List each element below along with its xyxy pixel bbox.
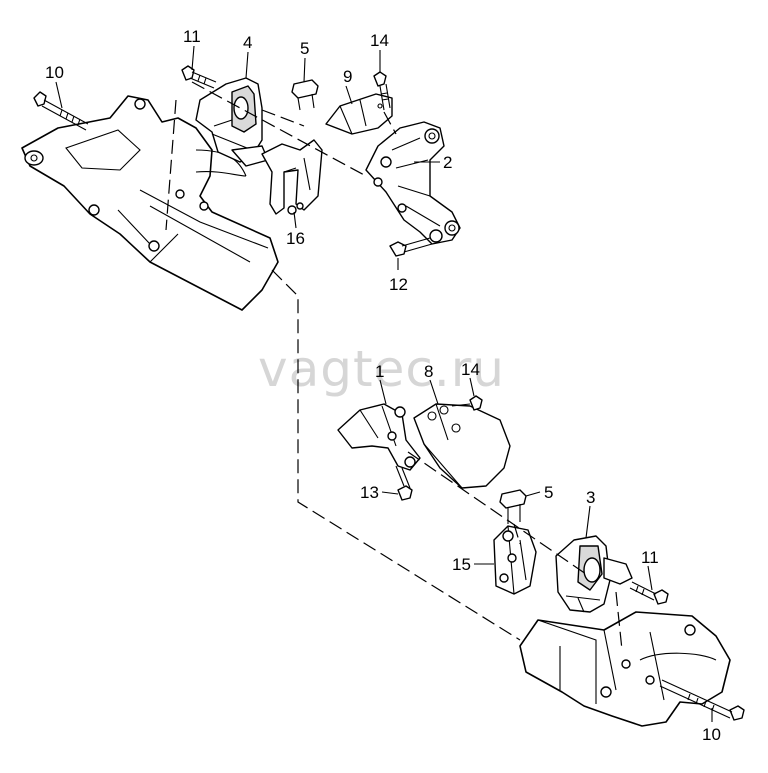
phantom-line-link <box>271 269 521 641</box>
callout-8: 8 <box>424 362 433 381</box>
callout-5-top: 5 <box>300 39 309 58</box>
phantom-line-top-3 <box>261 109 305 127</box>
subframe-bottom <box>519 611 731 727</box>
bracket-15 <box>493 525 537 595</box>
engine-mount-3 <box>555 535 633 613</box>
callout-3: 3 <box>586 488 595 507</box>
callout-10-top: 10 <box>45 63 64 82</box>
heat-shield-9 <box>325 93 393 135</box>
phantom-line-top-4 <box>383 111 397 135</box>
bracket-16 <box>261 139 323 215</box>
clip-5-bottom <box>499 489 527 524</box>
bolt-12 <box>389 237 433 257</box>
phantom-line-top-2 <box>191 81 367 177</box>
bolt-13 <box>395 465 413 501</box>
bolt-10-bottom <box>659 679 745 721</box>
callout-11-bottom: 11 <box>641 548 659 567</box>
mounting-bracket-2 <box>365 121 461 245</box>
clip-5-top <box>291 79 319 111</box>
callout-15: 15 <box>452 555 471 574</box>
watermark: vagtec.ru <box>258 340 505 398</box>
engine-mount-4 <box>195 77 269 167</box>
phantom-line-bottom-2 <box>615 591 623 651</box>
callout-12: 12 <box>389 275 408 294</box>
callout-5-bottom: 5 <box>544 483 553 502</box>
bolt-11-bottom <box>629 581 669 605</box>
bolt-14-top <box>373 71 391 111</box>
heat-shield-8 <box>413 403 511 489</box>
leader-lines <box>55 45 713 722</box>
bolt-14-mid <box>451 395 483 411</box>
callout-2: 2 <box>443 153 452 172</box>
callout-16: 16 <box>286 229 305 248</box>
callout-13: 13 <box>360 483 379 502</box>
bolt-11-top <box>181 65 217 89</box>
bolt-10-top <box>33 91 89 131</box>
phantom-line-top-1 <box>165 99 177 231</box>
callout-1: 1 <box>375 362 384 381</box>
callout-14-top: 14 <box>370 31 389 50</box>
callout-14-mid: 14 <box>461 360 480 379</box>
subframe-top <box>21 95 279 311</box>
phantom-line-bottom-1 <box>407 451 587 575</box>
bracket-1 <box>337 403 421 471</box>
callout-4: 4 <box>243 33 252 52</box>
callout-11-top: 11 <box>183 27 201 46</box>
callout-10-bottom: 10 <box>702 725 721 744</box>
callout-9: 9 <box>343 67 352 86</box>
phantom-line-bottom-3 <box>513 523 521 545</box>
